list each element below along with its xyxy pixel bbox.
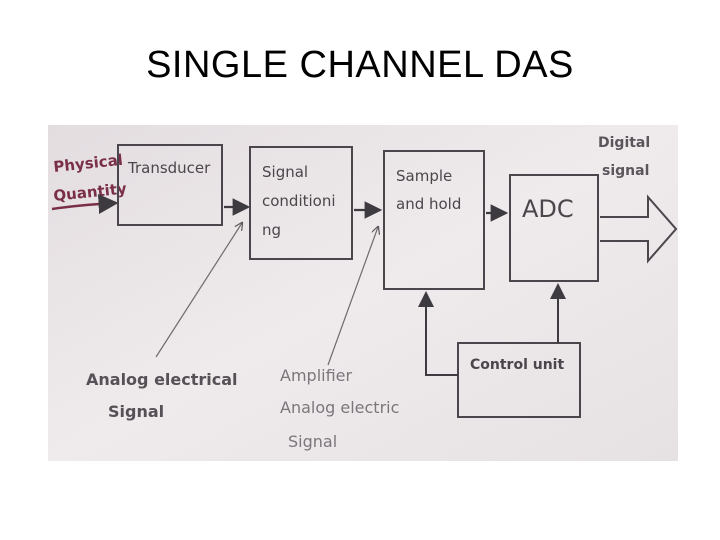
adc-label: ADC [522, 195, 574, 223]
amplifier-signal-pointer [327, 227, 378, 366]
analog-signal-pointer [155, 223, 242, 358]
sample-hold-label-line1: Sample [396, 167, 452, 185]
signal-conditioning-label-line2: conditioni [262, 192, 336, 210]
analog-annotation-line1: Analog electrical [86, 370, 238, 389]
control-unit-label: Control unit [470, 357, 564, 373]
transducer-block [117, 144, 223, 226]
sample-hold-block [383, 150, 485, 290]
analog-annotation-line2: Signal [108, 402, 164, 421]
slide-title: SINGLE CHANNEL DAS [146, 44, 574, 86]
amplifier-annotation-line1: Amplifier [280, 366, 353, 385]
adc-block [509, 174, 599, 282]
signal-conditioning-block [249, 146, 353, 260]
digital-output-arrow [600, 194, 678, 264]
arrow-control-to-sample-hold [418, 291, 458, 376]
control-unit-block [457, 342, 581, 418]
diagram-photo: Physical Quantity Transducer Signal cond… [48, 125, 678, 461]
input-arrow [51, 193, 119, 214]
amplifier-annotation-line2: Analog electric [280, 398, 399, 417]
amplifier-annotation-line3: Signal [288, 432, 337, 451]
transducer-label: Transducer [127, 159, 211, 177]
signal-conditioning-label-line3: ng [262, 221, 281, 239]
signal-conditioning-label-line1: Signal [262, 163, 308, 181]
paper-background [48, 125, 678, 461]
output-label-line2: signal [602, 163, 649, 179]
das-block-diagram: Physical Quantity Transducer Signal cond… [48, 125, 678, 461]
sample-hold-label-line2: and hold [396, 195, 461, 213]
output-label-line1: Digital [598, 135, 650, 151]
